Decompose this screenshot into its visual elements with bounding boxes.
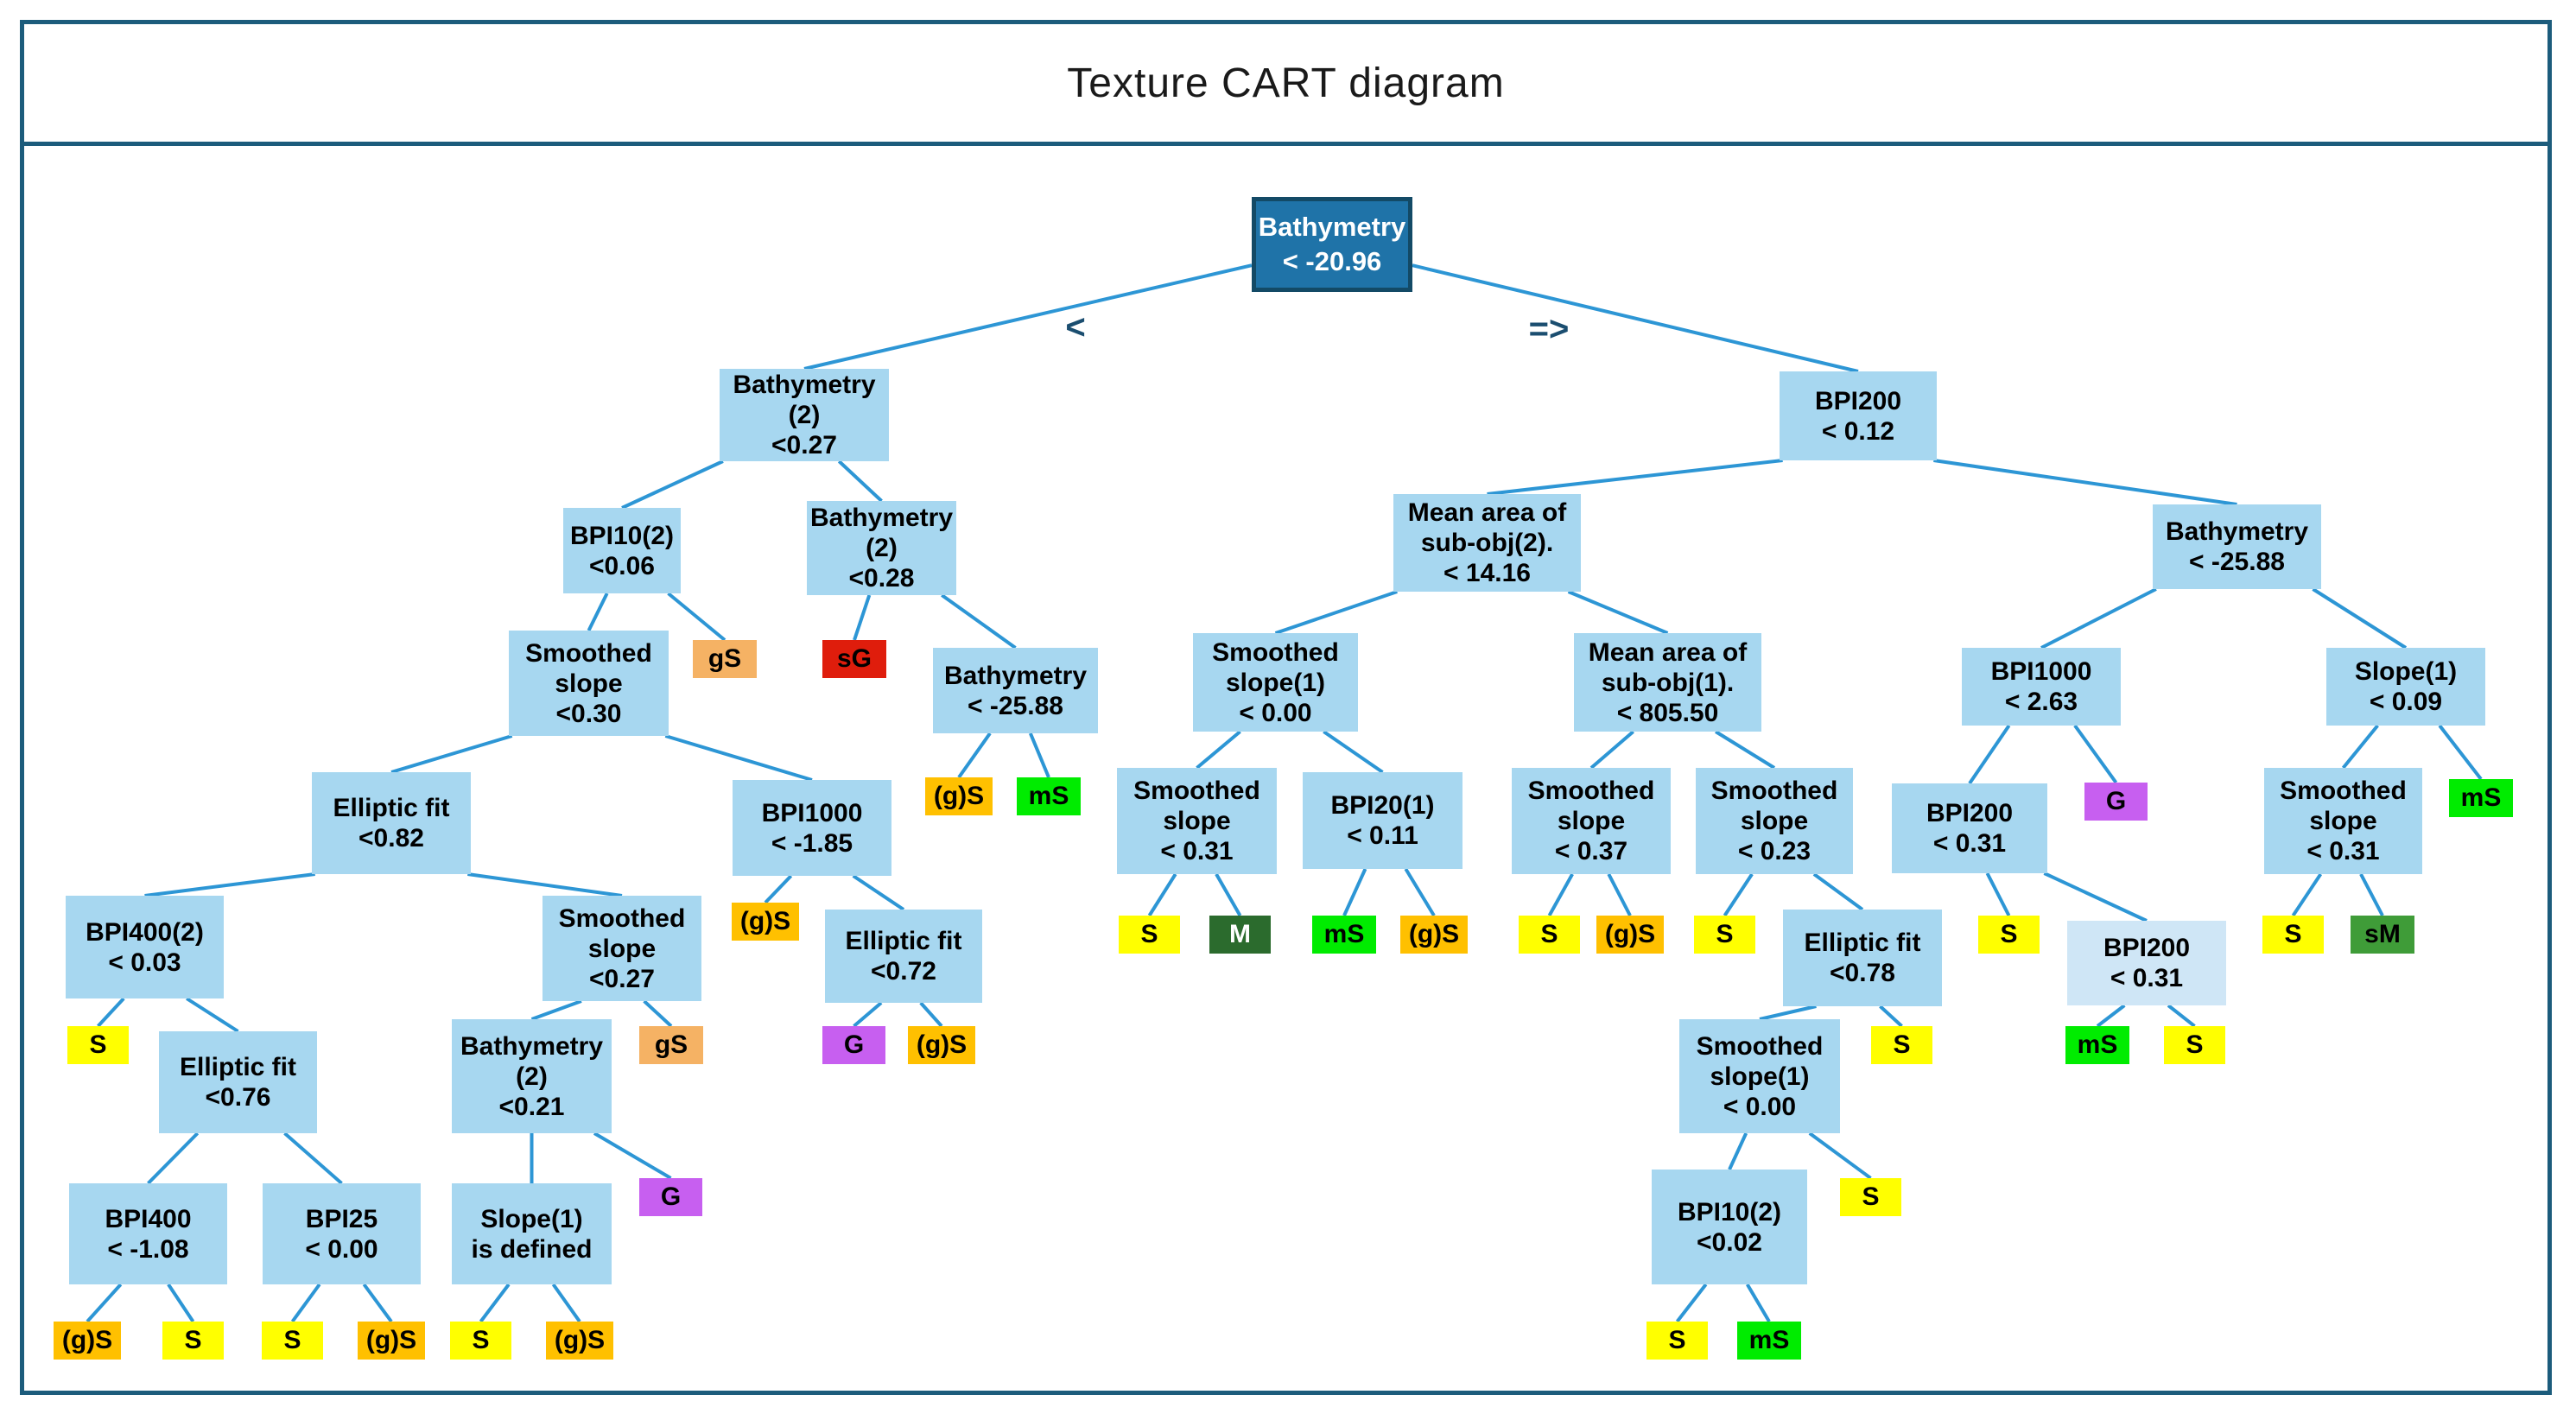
- edge: [1342, 868, 1367, 916]
- edge: [1028, 732, 1050, 778]
- edge: [919, 1001, 943, 1028]
- edge: [941, 593, 1017, 650]
- edge: [2043, 872, 2148, 922]
- edge: [852, 874, 905, 911]
- edge: [1196, 730, 1241, 770]
- edge: [2341, 724, 2379, 770]
- edge: [551, 1283, 581, 1323]
- edge: [1745, 1283, 1771, 1323]
- edge: [1715, 730, 1776, 770]
- edge: [283, 1132, 343, 1185]
- edge: [144, 872, 315, 897]
- edge: [530, 999, 582, 1021]
- edge: [2073, 724, 2118, 784]
- edge-label: <: [1065, 308, 1085, 346]
- edge: [1723, 872, 1754, 917]
- edge: [837, 460, 883, 503]
- edge: [1589, 730, 1634, 770]
- edge: [290, 1283, 321, 1323]
- edge: [1968, 724, 2011, 785]
- edge: [1323, 730, 1384, 774]
- edge: [362, 1283, 393, 1323]
- edge: [621, 460, 724, 510]
- page-title: Texture CART diagram: [1067, 60, 1505, 106]
- edge: [1759, 1005, 1817, 1021]
- edge: [853, 594, 872, 641]
- edge: [593, 1132, 672, 1180]
- title-bar: Texture CART diagram: [20, 20, 2552, 146]
- edge: [1567, 590, 1669, 635]
- edge: [664, 734, 813, 782]
- edge: [467, 872, 623, 897]
- edge-label: =>: [1529, 310, 1570, 348]
- edge: [764, 874, 793, 904]
- edge: [390, 734, 513, 774]
- edge: [853, 1001, 883, 1028]
- edge: [957, 732, 992, 779]
- edge: [97, 997, 125, 1028]
- edge: [2040, 587, 2157, 650]
- edge: [1404, 867, 1436, 917]
- edge: [1274, 590, 1398, 635]
- edge: [2167, 1004, 2196, 1028]
- edge: [2438, 724, 2483, 781]
- edge: [167, 1283, 195, 1323]
- edge: [1487, 459, 1783, 496]
- edge: [86, 1283, 123, 1323]
- edge: [1547, 873, 1574, 916]
- edge: [1215, 873, 1242, 916]
- edge: [479, 1283, 511, 1323]
- edge: [186, 997, 239, 1033]
- edge: [1147, 872, 1177, 917]
- edge: [1933, 459, 2237, 506]
- edge: [1675, 1283, 1708, 1323]
- edge: [147, 1132, 200, 1185]
- edge: [1412, 263, 1859, 373]
- edge: [803, 263, 1253, 371]
- edge: [2291, 872, 2323, 917]
- edge: [2096, 1004, 2126, 1028]
- edge: [1879, 1005, 1903, 1028]
- edge: [587, 593, 609, 631]
- edge: [667, 592, 726, 642]
- edge: [1812, 872, 1864, 911]
- edge: [1985, 872, 2011, 916]
- edge: [2359, 873, 2384, 916]
- edge: [2312, 587, 2408, 650]
- edge: [643, 999, 673, 1028]
- edge: [1607, 873, 1632, 916]
- edge: [1808, 1132, 1872, 1180]
- edge: [1728, 1132, 1748, 1170]
